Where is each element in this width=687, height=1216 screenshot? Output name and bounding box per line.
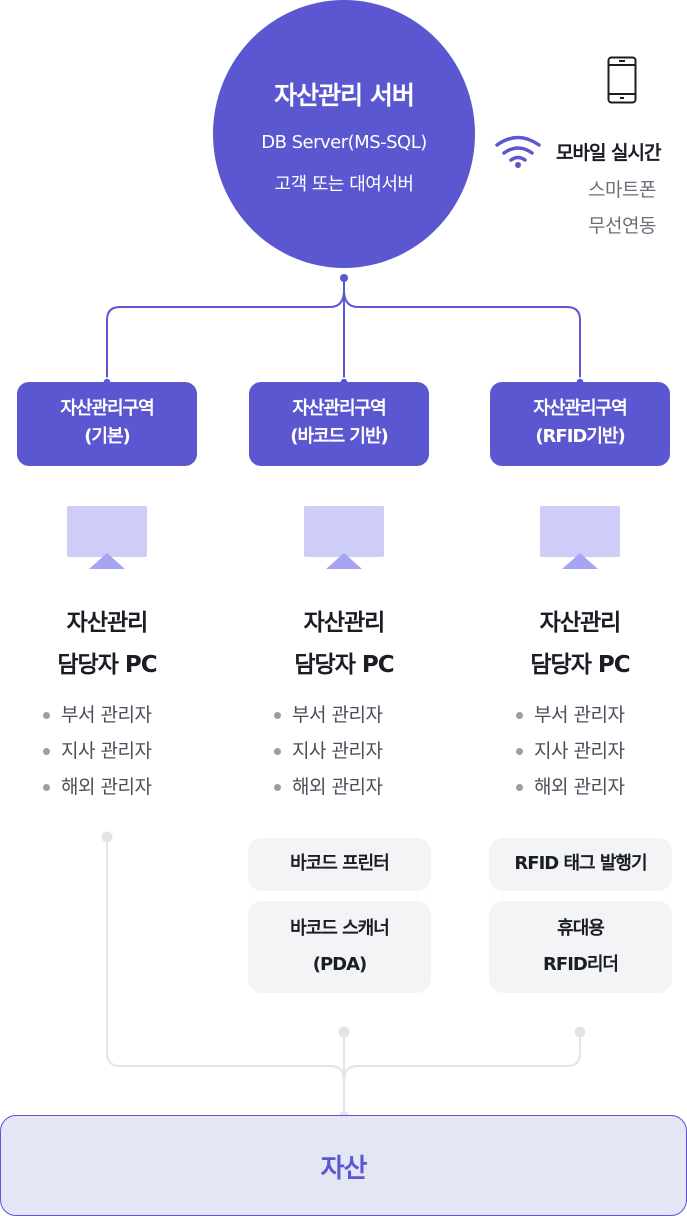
server-title: 자산관리 서버 xyxy=(274,81,415,110)
mobile-title: 모바일 실시간 xyxy=(556,142,661,164)
device-sublabel: (PDA) xyxy=(312,954,368,975)
device-barcode-printer: 바코드 프린터 xyxy=(248,838,431,891)
pc-title-line2: 담당자 PC xyxy=(57,652,157,678)
zone-label: 자산관리구역 xyxy=(60,398,154,419)
zone-barcode: 자산관리구역 (바코드 기반) xyxy=(249,382,429,466)
zone-basic: 자산관리구역 (기본) xyxy=(17,382,197,466)
device-label: RFID 태그 발행기 xyxy=(514,853,647,874)
zone-type: (기본) xyxy=(84,426,131,447)
list-item: 지사 관리자 xyxy=(514,733,625,769)
monitor-icon xyxy=(67,506,147,569)
mobile-smartphone-label: 스마트폰 xyxy=(588,179,656,201)
zone-rfid: 자산관리구역 (RFID기반) xyxy=(490,382,670,466)
asset-box: 자산 xyxy=(0,1115,687,1216)
asset-label: 자산 xyxy=(320,1154,368,1184)
pc-title-barcode: 자산관리 담당자 PC xyxy=(244,602,444,686)
connector-server-to-zone-left xyxy=(106,289,345,382)
list-item: 해외 관리자 xyxy=(41,769,152,805)
pc-title-basic: 자산관리 담당자 PC xyxy=(7,602,207,686)
device-label: 바코드 프린터 xyxy=(290,853,390,874)
zone-label: 자산관리구역 xyxy=(533,398,627,419)
device-label: 휴대용 xyxy=(557,918,605,939)
device-sublabel: RFID리더 xyxy=(543,954,619,975)
pc-title-rfid: 자산관리 담당자 PC xyxy=(480,602,680,686)
asset-management-server: 자산관리 서버 DB Server(MS-SQL) 고객 또는 대여서버 xyxy=(213,0,475,268)
pc-title-line2: 담당자 PC xyxy=(530,652,630,678)
smartphone-icon xyxy=(607,56,637,104)
connector-dot-server xyxy=(340,274,348,282)
connector-right-to-asset xyxy=(343,1032,581,1081)
server-host-label: 고객 또는 대여서버 xyxy=(274,174,414,195)
wifi-icon xyxy=(495,135,541,168)
connector-dot-right-bottom xyxy=(574,1026,586,1038)
device-rfid-tag-issuer: RFID 태그 발행기 xyxy=(489,838,672,891)
connector-dot-center-bottom xyxy=(338,1026,350,1038)
list-item: 해외 관리자 xyxy=(514,769,625,805)
monitor-icon xyxy=(304,506,384,569)
pc-title-line1: 자산관리 xyxy=(539,610,622,636)
monitor-icon xyxy=(540,506,620,569)
connector-dot-left-bottom xyxy=(101,831,113,843)
connector-server-to-zone-right xyxy=(343,289,581,382)
server-db-label: DB Server(MS-SQL) xyxy=(261,132,427,153)
role-list-rfid: 부서 관리자 지사 관리자 해외 관리자 xyxy=(514,697,625,805)
role-list-basic: 부서 관리자 지사 관리자 해외 관리자 xyxy=(41,697,152,805)
list-item: 지사 관리자 xyxy=(272,733,383,769)
device-barcode-scanner: 바코드 스캐너 (PDA) xyxy=(248,901,431,993)
list-item: 부서 관리자 xyxy=(272,697,383,733)
list-item: 해외 관리자 xyxy=(272,769,383,805)
zone-type: (RFID기반) xyxy=(535,426,625,447)
device-portable-rfid-reader: 휴대용 RFID리더 xyxy=(489,901,672,993)
device-label: 바코드 스캐너 xyxy=(290,918,390,939)
role-list-barcode: 부서 관리자 지사 관리자 해외 관리자 xyxy=(272,697,383,805)
list-item: 지사 관리자 xyxy=(41,733,152,769)
pc-title-line1: 자산관리 xyxy=(303,610,386,636)
zone-type: (바코드 기반) xyxy=(290,426,389,447)
connector-left-to-asset xyxy=(106,837,345,1081)
pc-title-line1: 자산관리 xyxy=(66,610,149,636)
zone-label: 자산관리구역 xyxy=(292,398,386,419)
pc-title-line2: 담당자 PC xyxy=(294,652,394,678)
list-item: 부서 관리자 xyxy=(514,697,625,733)
list-item: 부서 관리자 xyxy=(41,697,152,733)
mobile-wireless-label: 무선연동 xyxy=(588,215,656,237)
